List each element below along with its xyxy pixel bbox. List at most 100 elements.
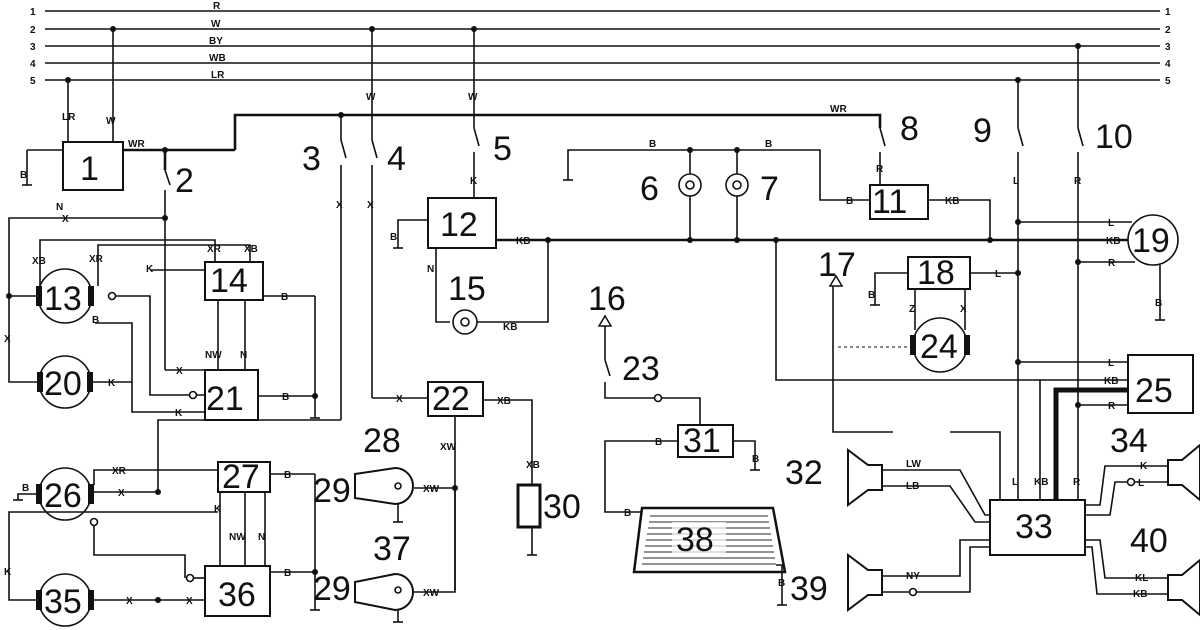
wire-x-s4: X	[367, 200, 374, 211]
wire-l-19: L	[1108, 218, 1114, 229]
wire-b-19: B	[1155, 298, 1162, 309]
wire-b-38: B	[624, 508, 631, 519]
svg-text:30: 30	[543, 488, 581, 526]
relay-14: 14 K B NW N X	[146, 218, 316, 418]
bus-left-label-4: 4	[30, 59, 36, 70]
svg-text:2: 2	[175, 162, 194, 200]
wire-l-34: L	[1138, 478, 1144, 489]
svg-text:29: 29	[313, 570, 351, 608]
switch-4: 4 X	[367, 139, 406, 398]
svg-text:14: 14	[210, 262, 248, 300]
switch-10: 10 R	[1074, 118, 1133, 500]
speaker-32: 32 LW LB	[785, 448, 990, 523]
horn-13: 13 X N XB XR XR XB B	[6, 202, 258, 413]
wire-lb-32: LB	[906, 481, 919, 492]
wire-xw-28: XW	[423, 484, 440, 495]
svg-text:40: 40	[1130, 522, 1168, 560]
speaker-40: 40 KL KB	[1085, 522, 1200, 617]
wire-x-35: X	[126, 596, 133, 607]
wire-k-27: K	[214, 504, 222, 515]
wire-n-12: N	[427, 264, 434, 275]
wire-b-11: B	[846, 196, 853, 207]
motor-24: 24	[838, 317, 970, 373]
bus-left-label-1: 1	[30, 7, 36, 18]
component-18: 18 B L Z X	[868, 254, 1021, 330]
svg-text:10: 10	[1095, 118, 1133, 156]
svg-text:5: 5	[493, 130, 512, 168]
wire-lr-1: LR	[62, 112, 76, 123]
lamp-15: 15 KB	[448, 237, 551, 335]
wire-wr-2: WR	[830, 104, 847, 115]
svg-text:20: 20	[44, 365, 82, 403]
wire-kb-25: KB	[1104, 376, 1118, 387]
wire-w-2: W	[366, 92, 376, 103]
wire-b-36: B	[284, 568, 291, 579]
wire-lw-32: LW	[906, 459, 922, 470]
switch-2: 2	[162, 162, 194, 221]
bus-right-label-2: 2	[1165, 25, 1171, 36]
wire-b-12: B	[390, 232, 397, 243]
svg-text:7: 7	[760, 170, 779, 208]
wire-x-13: X	[62, 214, 69, 225]
wire-b-18: B	[868, 290, 875, 301]
component-38: 38 B 39	[632, 506, 828, 608]
wire-w-3: W	[468, 92, 478, 103]
svg-text:34: 34	[1110, 422, 1148, 460]
wire-k-14: K	[146, 264, 154, 275]
svg-text:11: 11	[872, 183, 907, 221]
wire-b-27: B	[284, 470, 291, 481]
wire-xr-13: XR	[89, 254, 104, 265]
svg-text:19: 19	[1132, 222, 1170, 260]
bus-lines: 1 2 3 4 5 1 2 3 4 5 R W BY WB LR	[30, 1, 1171, 87]
wire-r-19: R	[1108, 258, 1116, 269]
svg-text:33: 33	[1015, 508, 1053, 546]
component-12: 12 B KB N	[390, 197, 1130, 323]
wire-r-33: R	[1073, 477, 1081, 488]
svg-text:1: 1	[80, 150, 99, 188]
wire-n-27: N	[258, 532, 265, 543]
wire-xb-22: XB	[497, 396, 511, 407]
switch-3: 3 X	[302, 112, 347, 420]
speaker-34: 34 K L	[1085, 422, 1200, 516]
bus-right-label-4: 4	[1165, 59, 1171, 70]
wire-r-10: R	[1074, 176, 1082, 187]
wire-k-35: K	[4, 567, 12, 578]
wire-kb-12: KB	[516, 236, 530, 247]
wire-b-31g: B	[752, 454, 759, 465]
switch-16-23: 16 23	[588, 280, 701, 425]
bus-color-4: WB	[209, 53, 226, 64]
wire-w-1: W	[106, 116, 116, 127]
component-1: 1 B WR	[20, 139, 235, 191]
svg-text:13: 13	[44, 280, 82, 318]
svg-text:8: 8	[900, 110, 919, 148]
wire-x-26: X	[118, 488, 125, 499]
wire-x-36: X	[186, 596, 193, 607]
wire-k-21: K	[175, 408, 183, 419]
wire-xb-13: XB	[32, 256, 46, 267]
wire-nw-27: NW	[229, 532, 246, 543]
bus-taps: LR W W W	[62, 26, 1081, 142]
wire-kb-40: KB	[1133, 589, 1147, 600]
bus-right-label-3: 3	[1165, 42, 1171, 53]
wire-b-21: B	[282, 392, 289, 403]
wire-xb-30: XB	[526, 460, 540, 471]
bus-color-5: LR	[211, 70, 225, 81]
wire-xr-14: XR	[207, 244, 222, 255]
svg-text:12: 12	[440, 206, 478, 244]
svg-text:28: 28	[363, 422, 401, 460]
bus-left-label-5: 5	[30, 76, 36, 87]
relay-36: 36 B	[185, 565, 318, 617]
speaker-32b: NY	[847, 539, 990, 612]
wire-x-s3: X	[336, 200, 343, 211]
wire-ny-32: NY	[906, 571, 920, 582]
wr-feed: WR	[162, 104, 882, 170]
switch-8: 8 R	[876, 110, 919, 185]
svg-text:23: 23	[622, 350, 660, 388]
component-31: 31 B B B	[604, 422, 760, 519]
relay-21: 21 K B	[175, 369, 320, 421]
wire-b-13: B	[92, 315, 99, 326]
svg-text:4: 4	[387, 140, 406, 178]
svg-text:16: 16	[588, 280, 626, 318]
bus-right-label-1: 1	[1165, 7, 1171, 18]
wire-xw-37: XW	[423, 588, 440, 599]
